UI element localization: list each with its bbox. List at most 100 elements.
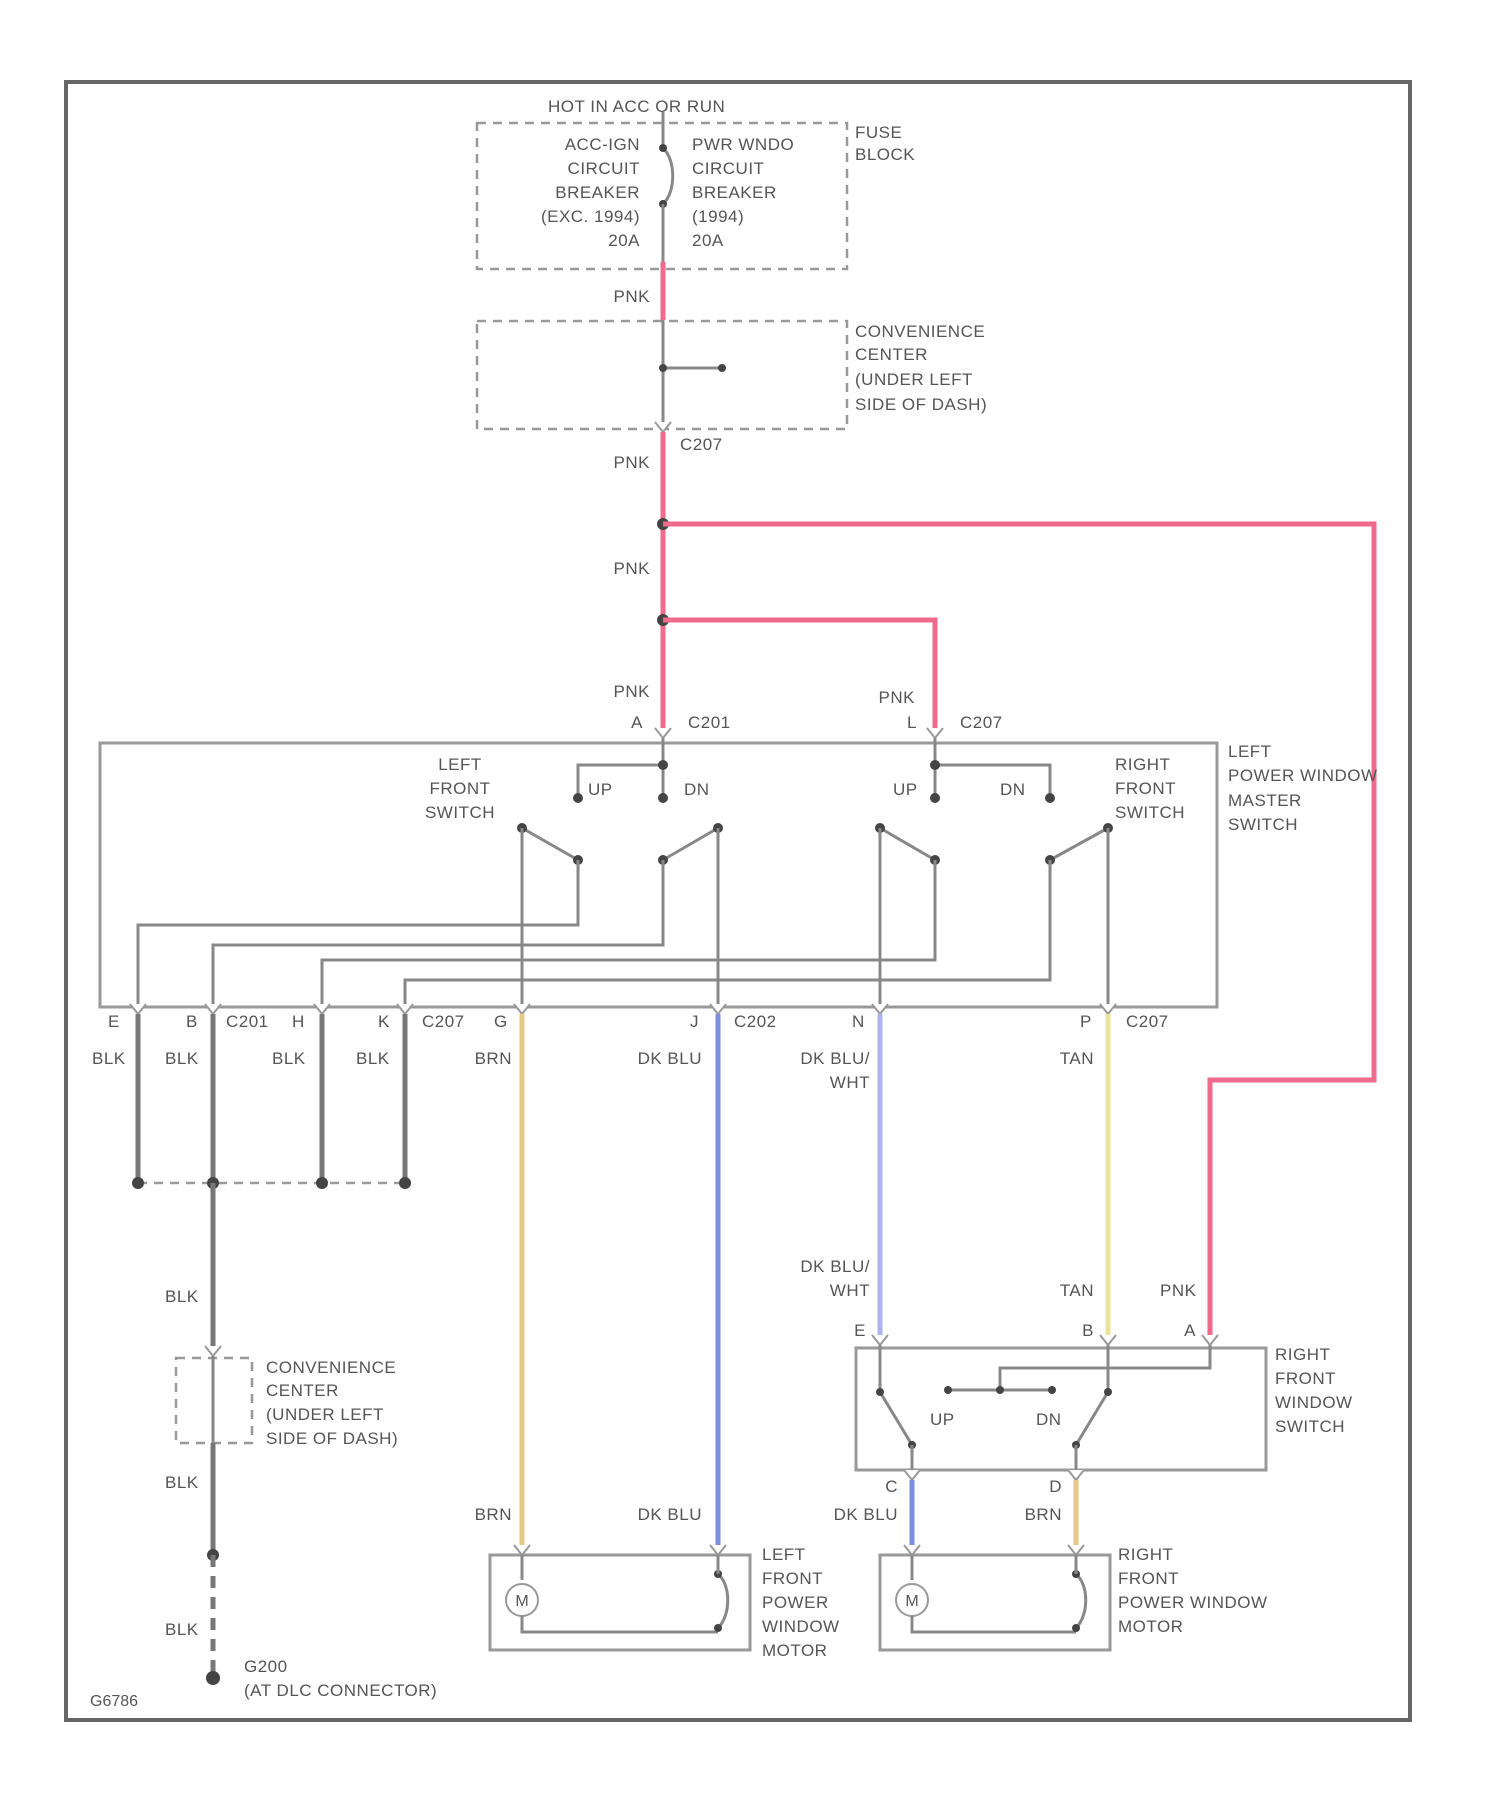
- pwr-wndo-label-3: BREAKER: [692, 183, 777, 202]
- rf-pin-d-label: D: [1049, 1477, 1062, 1496]
- conv-center-bottom-label-1: CONVENIENCE: [266, 1358, 396, 1377]
- rf-pin-b-label: B: [1082, 1321, 1094, 1340]
- master-switch-label-1: LEFT: [1228, 742, 1272, 761]
- pin-n-label: N: [852, 1012, 865, 1031]
- rf-pin-a: [1202, 1335, 1218, 1345]
- acc-ign-label-3: BREAKER: [555, 183, 640, 202]
- brn-label-left-motor: BRN: [475, 1505, 512, 1524]
- c207-label-master: C207: [960, 713, 1003, 732]
- pnk-wire-right-branch: [663, 524, 1374, 1335]
- g200-label: G200: [244, 1657, 288, 1676]
- lf-switch-label-2: FRONT: [429, 779, 490, 798]
- rf-blade-up: [880, 828, 935, 860]
- rf-pin-b: [1100, 1335, 1116, 1345]
- c207-label-top: C207: [680, 435, 723, 454]
- rf-window-switch-label-1: RIGHT: [1275, 1345, 1330, 1364]
- lf-blade-up: [522, 828, 578, 860]
- rf-switch-label-1: RIGHT: [1115, 755, 1170, 774]
- left-motor-label-3: POWER: [762, 1593, 829, 1612]
- pin-p-label: P: [1080, 1012, 1092, 1031]
- pnk-label-1: PNK: [614, 287, 651, 306]
- pin-e-label: E: [108, 1012, 120, 1031]
- right-motor-label-3: POWER WINDOW: [1118, 1593, 1268, 1612]
- left-motor-label-1: LEFT: [762, 1545, 806, 1564]
- lf-switch-label-1: LEFT: [438, 755, 482, 774]
- g200-note: (AT DLC CONNECTOR): [244, 1681, 437, 1700]
- rf-switch-bus-right: [1048, 1386, 1056, 1394]
- pin-k-label: K: [378, 1012, 390, 1031]
- diagram-frame: [66, 82, 1410, 1720]
- tan-label-p: TAN: [1060, 1049, 1094, 1068]
- lf-up-contact: [573, 793, 583, 803]
- lf-blade-dn: [663, 828, 718, 860]
- breaker-terminal-top: [659, 144, 667, 152]
- conv-center-splice: [659, 364, 667, 372]
- rf-switch-bus-mid: [996, 1386, 1004, 1394]
- pin-k: [397, 1004, 413, 1014]
- pin-a-label: A: [631, 713, 643, 732]
- dkblu-label-right-motor: DK BLU: [834, 1505, 898, 1524]
- internal-return-h: [322, 860, 935, 1006]
- lf-feed-node: [658, 760, 668, 770]
- c207-connector-top: [655, 422, 671, 432]
- pwr-wndo-label-4: (1994): [692, 207, 744, 226]
- pwr-wndo-label-5: 20A: [692, 231, 724, 250]
- pin-j-label: J: [690, 1012, 699, 1031]
- pnk-label-3: PNK: [614, 559, 651, 578]
- rf-pin-c-label: C: [885, 1477, 898, 1496]
- conv-center-bottom-connector: [205, 1346, 221, 1356]
- conv-center-bottom-label-2: CENTER: [266, 1381, 339, 1400]
- rf-pin-a-label: A: [1184, 1321, 1196, 1340]
- conv-center-top-label-1: CONVENIENCE: [855, 322, 985, 341]
- ground-splice-k: [399, 1177, 411, 1189]
- rf-pin-e: [872, 1335, 888, 1345]
- rf-switch-feed: [1000, 1345, 1210, 1390]
- rf-pin-e-label: E: [854, 1321, 866, 1340]
- pin-b: [205, 1004, 221, 1014]
- pin-j: [710, 1004, 726, 1014]
- blk-label-e: BLK: [92, 1049, 126, 1068]
- acc-ign-label-1: ACC-IGN: [565, 135, 640, 154]
- rf-up-label: UP: [893, 780, 918, 799]
- right-motor-breaker-bottom: [1072, 1624, 1080, 1632]
- rf-window-pivot-right: [1104, 1388, 1112, 1396]
- tan-label-b: TAN: [1060, 1281, 1094, 1300]
- pwr-wndo-label-2: CIRCUIT: [692, 159, 764, 178]
- rf-feed-node: [930, 760, 940, 770]
- c201-label-bottom: C201: [226, 1012, 269, 1031]
- c207-label-bottom-right: C207: [1126, 1012, 1169, 1031]
- right-motor-label-4: MOTOR: [1118, 1617, 1183, 1636]
- ground-splice-e: [132, 1177, 144, 1189]
- conv-center-top-label-2: CENTER: [855, 345, 928, 364]
- pin-b-label: B: [186, 1012, 198, 1031]
- blk-label-run-3: BLK: [165, 1620, 199, 1639]
- blk-label-run-2: BLK: [165, 1473, 199, 1492]
- left-motor-label-2: FRONT: [762, 1569, 823, 1588]
- master-switch-label-4: SWITCH: [1228, 815, 1298, 834]
- conv-center-bottom-label-3: (UNDER LEFT: [266, 1405, 384, 1424]
- rf-window-up-label: UP: [930, 1410, 955, 1429]
- rf-up-contact: [930, 793, 940, 803]
- rf-switch-label-3: SWITCH: [1115, 803, 1185, 822]
- pnk-label-l: PNK: [879, 688, 916, 707]
- conv-center-top-label-4: SIDE OF DASH): [855, 395, 987, 414]
- left-motor-m: M: [515, 1593, 528, 1610]
- rf-window-switch-label-3: WINDOW: [1275, 1393, 1353, 1412]
- lf-switch-label-3: SWITCH: [425, 803, 495, 822]
- rf-pin-c: [904, 1470, 920, 1480]
- fuse-block-label-2: BLOCK: [855, 145, 915, 164]
- pin-l-label: L: [907, 713, 917, 732]
- pnk-wire-master-l: [663, 620, 935, 728]
- c202-label: C202: [734, 1012, 777, 1031]
- internal-return-k: [405, 860, 1050, 1006]
- rf-window-switch-box: [856, 1348, 1266, 1470]
- rf-window-blade-right: [1076, 1392, 1108, 1445]
- brn-label-g: BRN: [475, 1049, 512, 1068]
- dkbluwht-label-e-1: DK BLU/: [800, 1257, 870, 1276]
- rf-switch-bus-left: [944, 1386, 952, 1394]
- figure-code: G6786: [90, 1693, 138, 1710]
- right-motor-label-2: FRONT: [1118, 1569, 1179, 1588]
- internal-return-e: [138, 860, 578, 1006]
- conv-center-stub-end: [718, 364, 726, 372]
